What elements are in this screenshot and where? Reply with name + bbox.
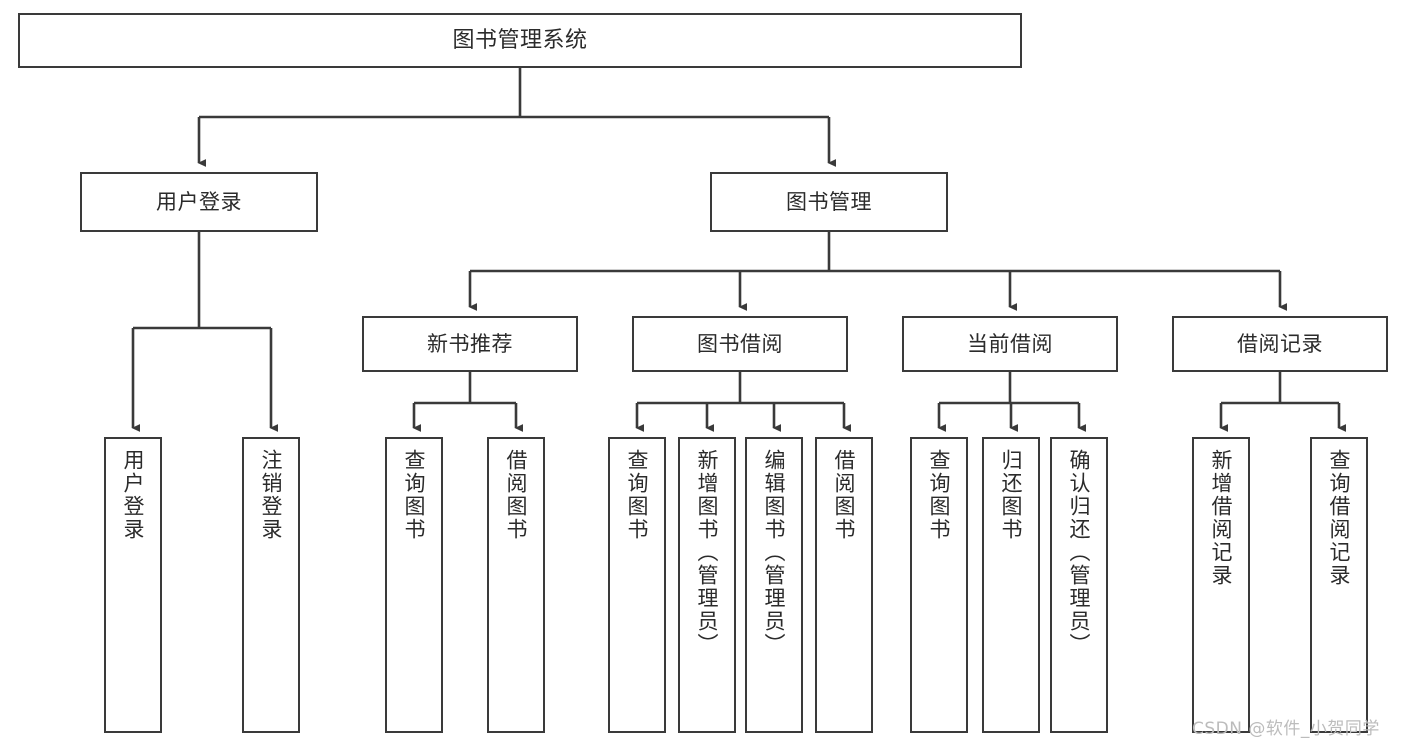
node-current-borrow[interactable]: 当前借阅 [902,316,1118,372]
node-label: 用户登录 [121,449,146,541]
watermark-text: CSDN @软件_小贺同学 [1192,719,1380,739]
node-user-login[interactable]: 用户登录 [80,172,318,232]
node-label: 查询图书 [927,449,952,541]
node-label: 归还图书 [999,449,1024,541]
node-leaf-edit-book[interactable]: 编辑图书（管理员） [745,437,803,733]
node-label: 借阅记录 [1237,331,1323,356]
node-leaf-logout[interactable]: 注销登录 [242,437,300,733]
node-leaf-query-book-3[interactable]: 查询图书 [910,437,968,733]
node-label: 查询图书 [402,449,427,541]
node-new-book-rec[interactable]: 新书推荐 [362,316,578,372]
node-borrow-records[interactable]: 借阅记录 [1172,316,1388,372]
node-label: 确认归还（管理员） [1067,449,1092,656]
node-leaf-confirm-ret[interactable]: 确认归还（管理员） [1050,437,1108,733]
node-label: 新书推荐 [427,331,513,356]
node-book-manage[interactable]: 图书管理 [710,172,948,232]
node-leaf-borrow-book-1[interactable]: 借阅图书 [487,437,545,733]
node-leaf-add-record[interactable]: 新增借阅记录 [1192,437,1250,733]
node-leaf-return-book[interactable]: 归还图书 [982,437,1040,733]
node-label: 当前借阅 [967,331,1053,356]
node-leaf-add-book[interactable]: 新增图书（管理员） [678,437,736,733]
node-leaf-borrow-book-2[interactable]: 借阅图书 [815,437,873,733]
node-leaf-user-login[interactable]: 用户登录 [104,437,162,733]
node-label: 借阅图书 [832,449,857,541]
node-label: 注销登录 [259,449,284,541]
node-label: 新增借阅记录 [1209,449,1234,587]
node-label: 新增图书（管理员） [695,449,720,656]
node-leaf-query-record[interactable]: 查询借阅记录 [1310,437,1368,733]
node-book-borrow[interactable]: 图书借阅 [632,316,848,372]
node-label: 用户登录 [156,189,242,214]
node-label: 编辑图书（管理员） [762,449,787,656]
node-label: 图书管理 [786,189,872,214]
node-label: 图书管理系统 [452,27,588,53]
node-label: 查询图书 [625,449,650,541]
node-leaf-query-book-1[interactable]: 查询图书 [385,437,443,733]
node-label: 借阅图书 [504,449,529,541]
node-root[interactable]: 图书管理系统 [18,13,1022,68]
node-label: 查询借阅记录 [1327,449,1352,587]
node-leaf-query-book-2[interactable]: 查询图书 [608,437,666,733]
node-label: 图书借阅 [697,331,783,356]
connector-lines [131,68,1347,432]
